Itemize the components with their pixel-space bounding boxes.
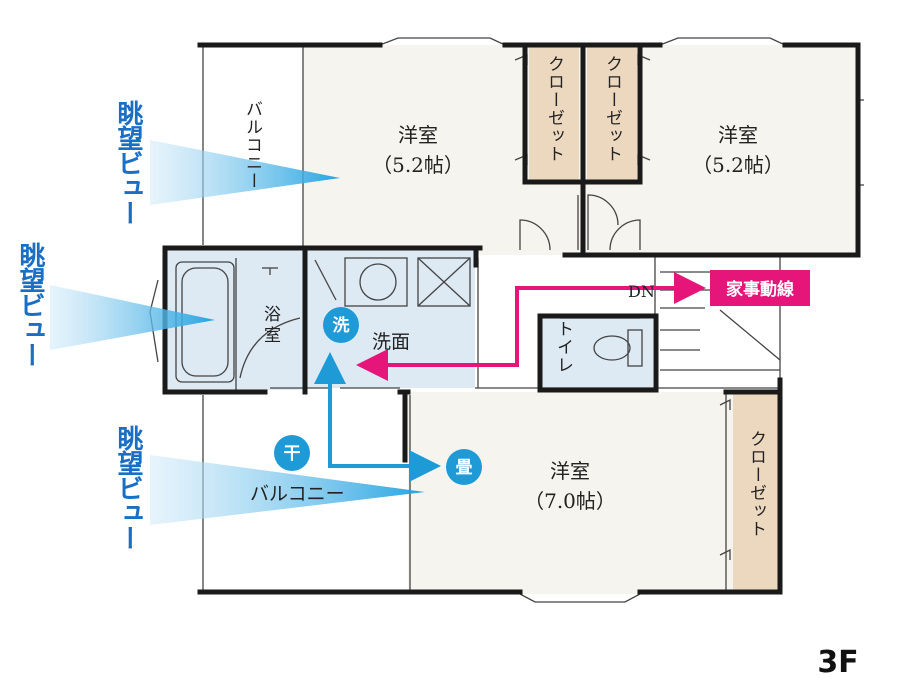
- fold-badge-text: 畳: [456, 458, 473, 478]
- west-room-name: 洋室: [398, 123, 438, 147]
- closet-a-label: クローゼット: [544, 55, 564, 163]
- south-room-floor: [408, 392, 778, 594]
- closet-c-floor: [733, 392, 778, 592]
- view-label-3: 眺望ビュー: [113, 425, 143, 550]
- wash-badge-text: 洗: [333, 315, 350, 336]
- view-ray-1: [150, 140, 340, 205]
- east-room-name: 洋室: [718, 123, 758, 147]
- view-ray-2: [50, 285, 215, 350]
- view-label-2: 眺望ビュー: [15, 242, 45, 367]
- view-label-1: 眺望ビュー: [113, 100, 143, 225]
- washroom-label: 洗面: [372, 331, 410, 353]
- wash-badge: [323, 307, 359, 343]
- east-room-size: （5.2帖）: [692, 153, 784, 177]
- south-balcony-label: バルコニー: [250, 483, 345, 505]
- closet-b-floor: [587, 45, 637, 180]
- thick-walls: [162, 42, 861, 595]
- south-room-size: （7.0帖）: [524, 489, 616, 513]
- dry-badge-text: 干: [284, 444, 301, 464]
- toilet-label: トイレ: [553, 320, 573, 374]
- closet-a-floor: [529, 45, 579, 180]
- view-rays: [50, 140, 425, 525]
- stairs-down-label: DN: [628, 282, 655, 301]
- housework-route-text: 家事動線: [726, 279, 794, 300]
- closet-b-label: クローゼット: [602, 55, 622, 163]
- north-balcony-label: バルコニー: [242, 100, 262, 190]
- laundry-route-line: [314, 352, 441, 482]
- housework-route-line: [356, 272, 706, 381]
- west-room-size: （5.2帖）: [372, 153, 464, 177]
- bath-label: 浴室: [260, 305, 281, 347]
- south-room-name: 洋室: [550, 459, 590, 483]
- floor-level-label: 3F: [817, 645, 858, 680]
- view-ray-3: [150, 455, 425, 525]
- dry-badge: [274, 435, 310, 471]
- fold-badge: [446, 449, 482, 485]
- housework-route-tag: [710, 270, 810, 306]
- closet-c-label: クローゼット: [746, 430, 766, 538]
